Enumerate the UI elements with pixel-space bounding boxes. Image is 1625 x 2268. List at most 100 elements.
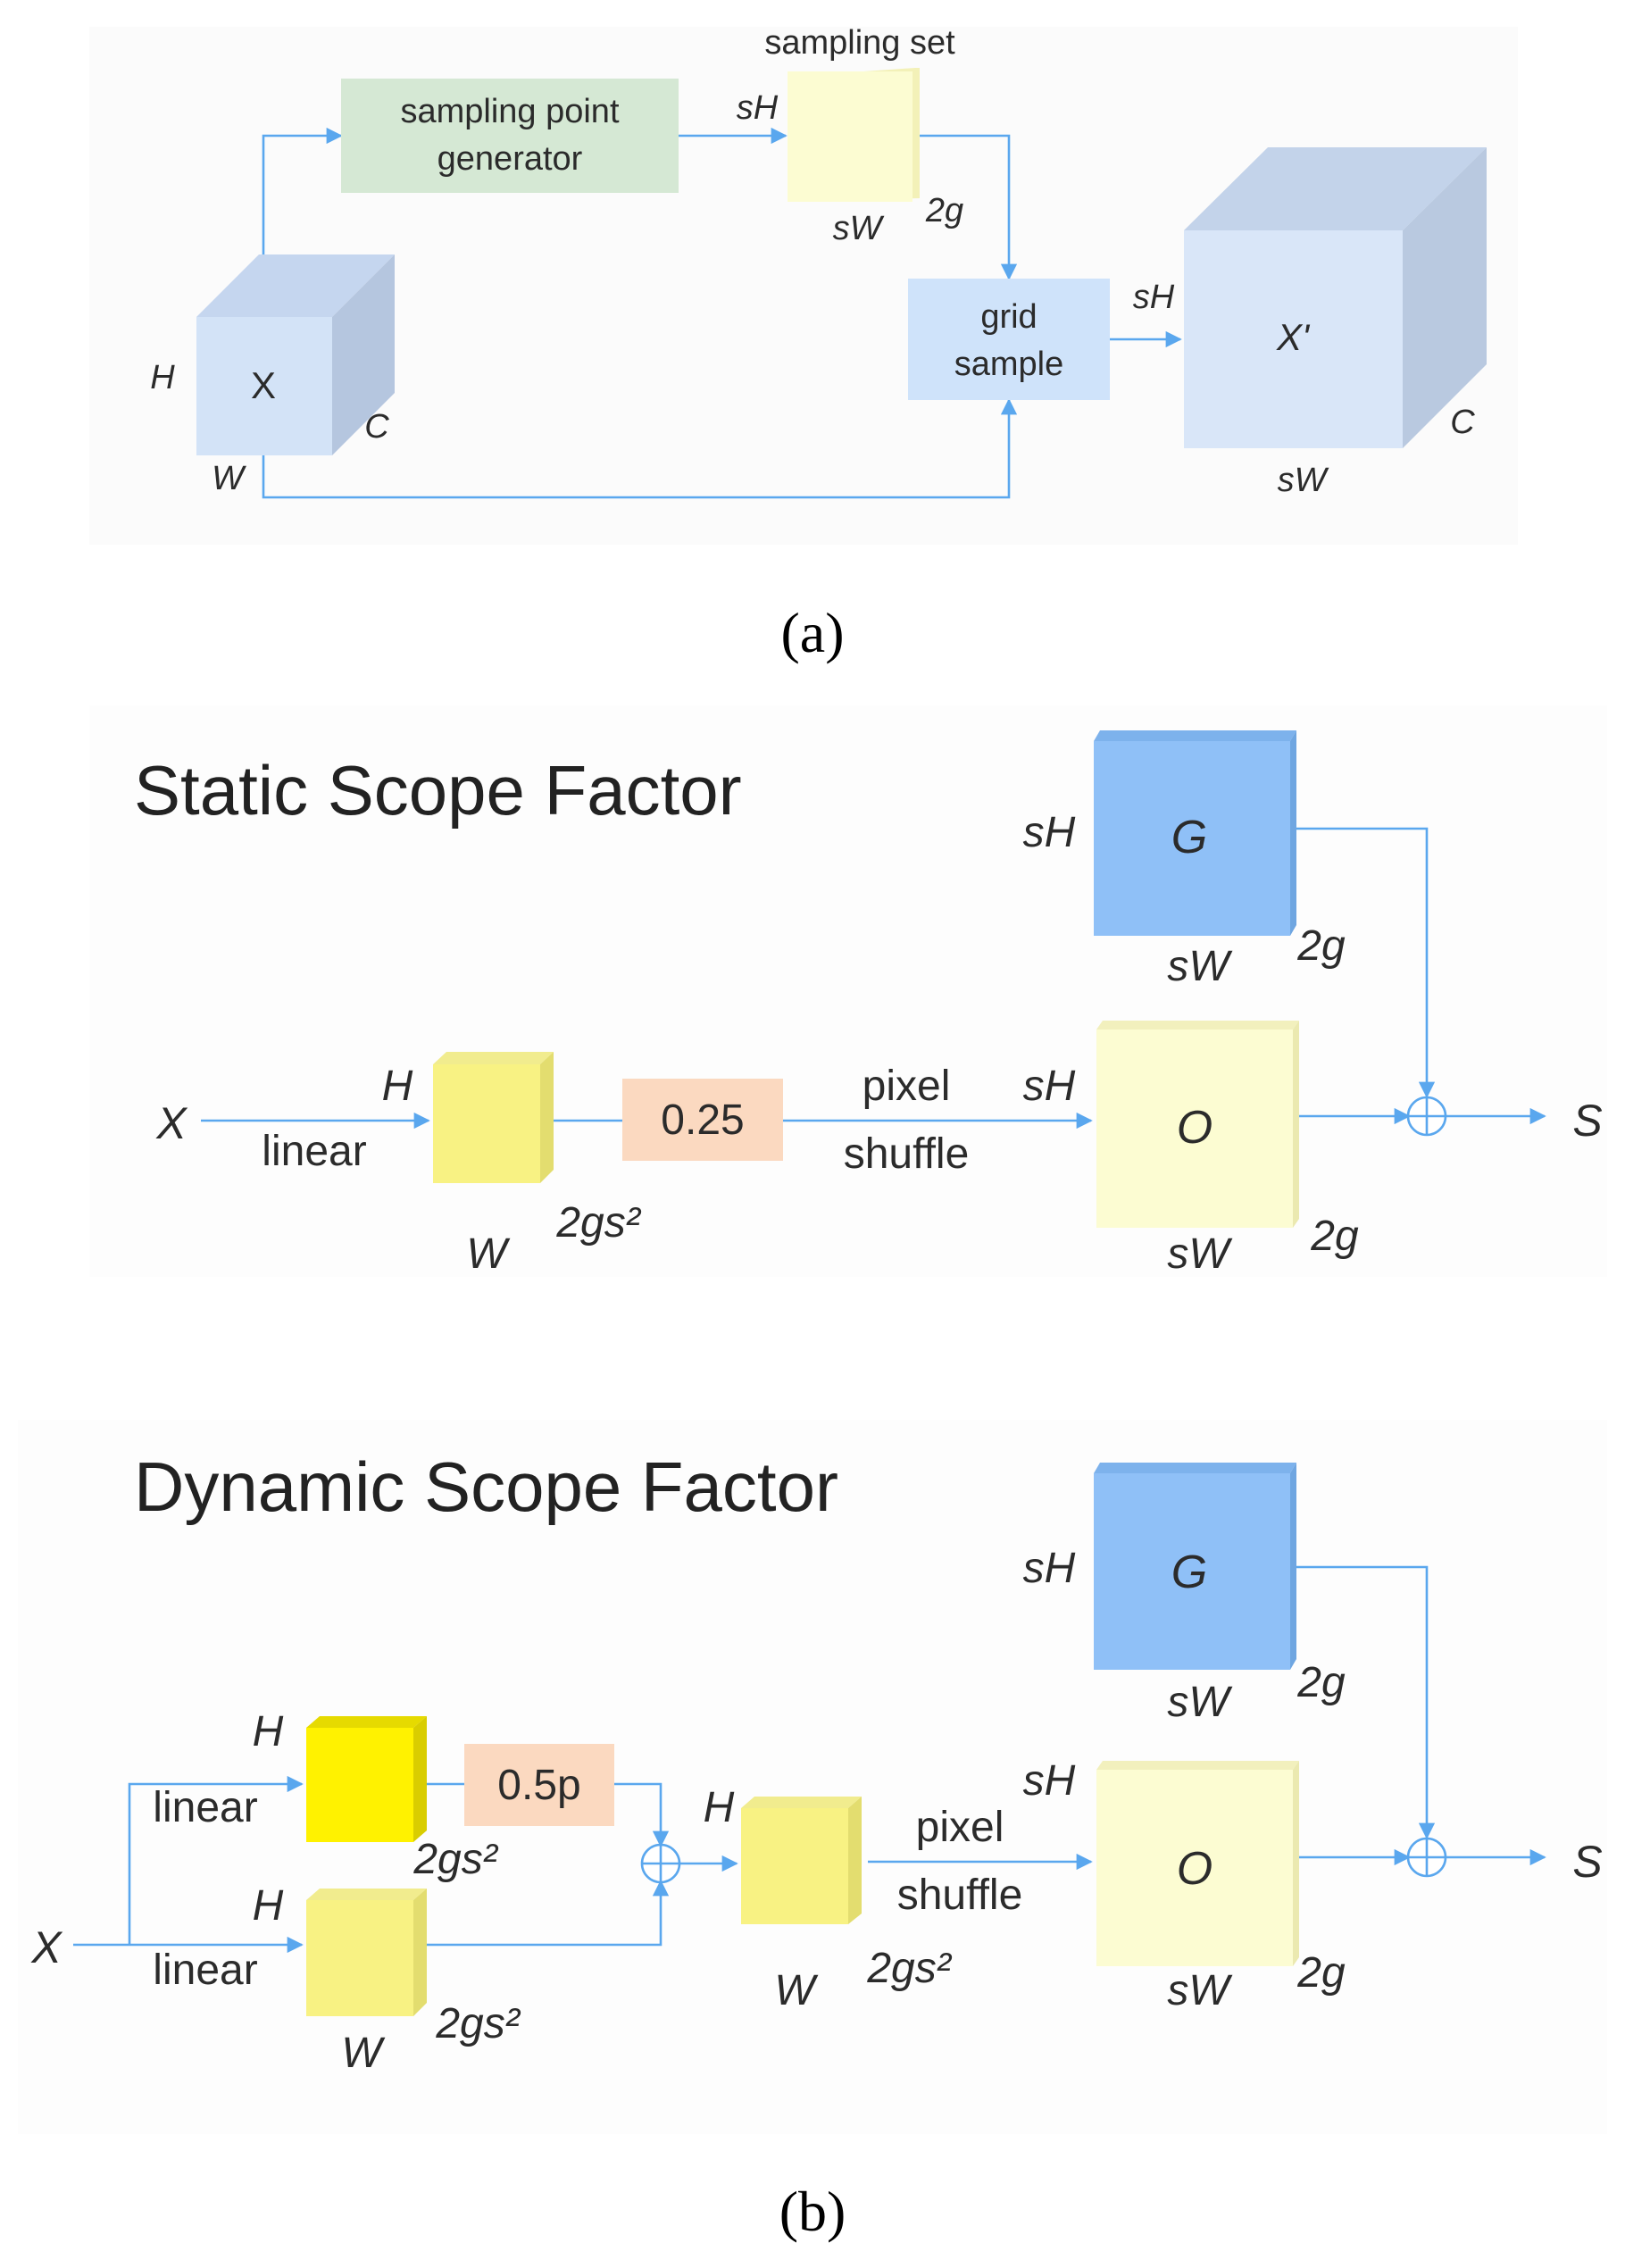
dynamic-top-feature-height: H [253,1708,284,1755]
dynamic-bottom-feature-height: H [253,1882,284,1930]
dynamic-bottom-feature-width: W [341,2030,386,2077]
static-grid-depth: 2g [1296,922,1346,970]
static-offset-name: O [1177,1102,1212,1154]
sampling-set-block [788,71,912,202]
dynamic-merged-feature-width: W [774,1967,819,2014]
dynamic-pixel-shuffle-line1: pixel [916,1804,1004,1851]
static-factor-box [622,1079,783,1161]
dynamic-bottom-feature-top [306,1889,427,1900]
output-cube-side [1403,147,1487,448]
static-feature-width: W [466,1230,511,1278]
sampling-set-label: sampling set [764,24,955,62]
static-pixel-shuffle-line1: pixel [862,1063,951,1110]
dynamic-wire-bottom-to-sum [427,1880,670,1947]
static-feature-block [433,1064,540,1183]
static-offset-depth: 2g [1310,1213,1359,1260]
input-cube-top [196,254,395,317]
static-pixel-shuffle-line2: shuffle [844,1130,970,1178]
sampling-set-width: sW [833,210,885,247]
wire-x-to-grid-sample [262,398,1018,499]
dynamic-merged-feature-height: H [704,1784,735,1831]
output-cube-top [1184,147,1487,230]
dynamic-offset-width: sW [1167,1967,1233,2014]
static-grid-name: G [1171,812,1207,863]
dynamic-wire-input-top [128,1775,304,1945]
dynamic-title: Dynamic Scope Factor [134,1447,838,1526]
dynamic-offset-block [1096,1770,1293,1966]
dynamic-linear-bottom-label: linear [153,1947,257,1994]
sampling-set-height: sH [737,89,779,127]
static-title: Static Scope Factor [134,751,742,830]
dynamic-top-feature-block [306,1728,413,1842]
dynamic-offset-name: O [1177,1843,1212,1895]
output-cube-height: sH [1133,279,1175,316]
dynamic-top-feature-top [306,1716,427,1728]
static-sum-icon [1406,1096,1447,1137]
input-cube-channels: C [364,408,389,446]
dynamic-grid-name: G [1171,1547,1207,1598]
dynamic-wire-factor-to-sum [614,1782,670,1847]
static-feature-depth: 2gs² [555,1199,641,1247]
static-offset-top [1096,1021,1299,1030]
grid-sample-line2: sample [954,346,1064,383]
input-cube-name: X [251,364,276,406]
input-cube-height: H [150,359,175,396]
dynamic-merged-feature-top [741,1797,862,1808]
dynamic-grid-depth: 2g [1296,1659,1346,1706]
dynamic-top-feature-side [413,1716,427,1842]
dynamic-bottom-feature-depth: 2gs² [435,2000,521,2047]
dynamic-merged-feature-depth: 2gs² [866,1945,952,1992]
grid-sample-line1: grid [980,298,1037,336]
output-cube-width: sW [1278,462,1329,499]
dynamic-top-feature-depth: 2gs² [412,1836,498,1883]
panel-a: sampling point generator sampling set sH… [89,24,1518,664]
static-offset-block [1096,1030,1293,1228]
dynamic-factor-box [464,1744,614,1826]
dynamic-grid-top [1094,1463,1296,1473]
input-cube-front [196,317,332,455]
static-output-label: S [1572,1096,1602,1146]
dynamic-background [18,1420,1607,2134]
dynamic-pixel-shuffle-line2: shuffle [897,1872,1023,1919]
sampling-point-generator-line2: generator [438,140,583,178]
panel-b-dynamic: Dynamic Scope Factor X linear linear H 2… [18,1420,1607,2243]
static-wire-grid-to-sum [1295,827,1436,1098]
dynamic-offset-height: sH [1023,1757,1076,1805]
panel-b-static: Static Scope Factor X linear H W 2gs² 0.… [89,705,1607,1278]
sampling-set-depth: 2g [925,192,963,229]
dynamic-grid-side [1290,1463,1296,1670]
dynamic-grid-height: sH [1023,1545,1076,1592]
output-cube-name: X' [1276,316,1311,358]
input-cube-width: W [212,460,246,497]
panel-a-caption: (a) [780,601,844,664]
dynamic-linear-top-label: linear [153,1784,257,1831]
dynamic-offset-top [1096,1761,1299,1770]
static-offset-side [1293,1021,1299,1228]
static-grid-block [1094,741,1290,936]
dynamic-grid-block [1094,1473,1290,1670]
static-offset-width: sW [1167,1230,1233,1278]
static-factor-value: 0.25 [661,1096,744,1144]
static-feature-side [540,1052,554,1183]
static-grid-top [1094,730,1296,741]
dynamic-output-label: S [1572,1837,1602,1887]
static-grid-width: sW [1167,943,1233,990]
dynamic-bottom-feature-side [413,1889,427,2016]
input-cube-side [332,254,395,455]
sampling-point-generator-line1: sampling point [400,93,619,130]
dynamic-sum-icon [1406,1837,1447,1878]
static-input-label: X [155,1098,188,1148]
grid-sample-box [908,279,1110,400]
static-grid-side [1290,730,1296,936]
dynamic-bottom-feature-block [306,1900,413,2016]
dynamic-factor-value: 0.5p [497,1762,580,1809]
dynamic-merged-feature-block [741,1808,848,1924]
panel-b-caption: (b) [779,2180,846,2243]
output-cube-channels: C [1450,404,1475,441]
dynamic-grid-width: sW [1167,1679,1233,1726]
sampling-point-generator-box [341,79,679,193]
dynamic-merged-feature-side [848,1797,862,1924]
static-grid-height: sH [1023,809,1076,856]
static-offset-height: sH [1023,1063,1076,1110]
